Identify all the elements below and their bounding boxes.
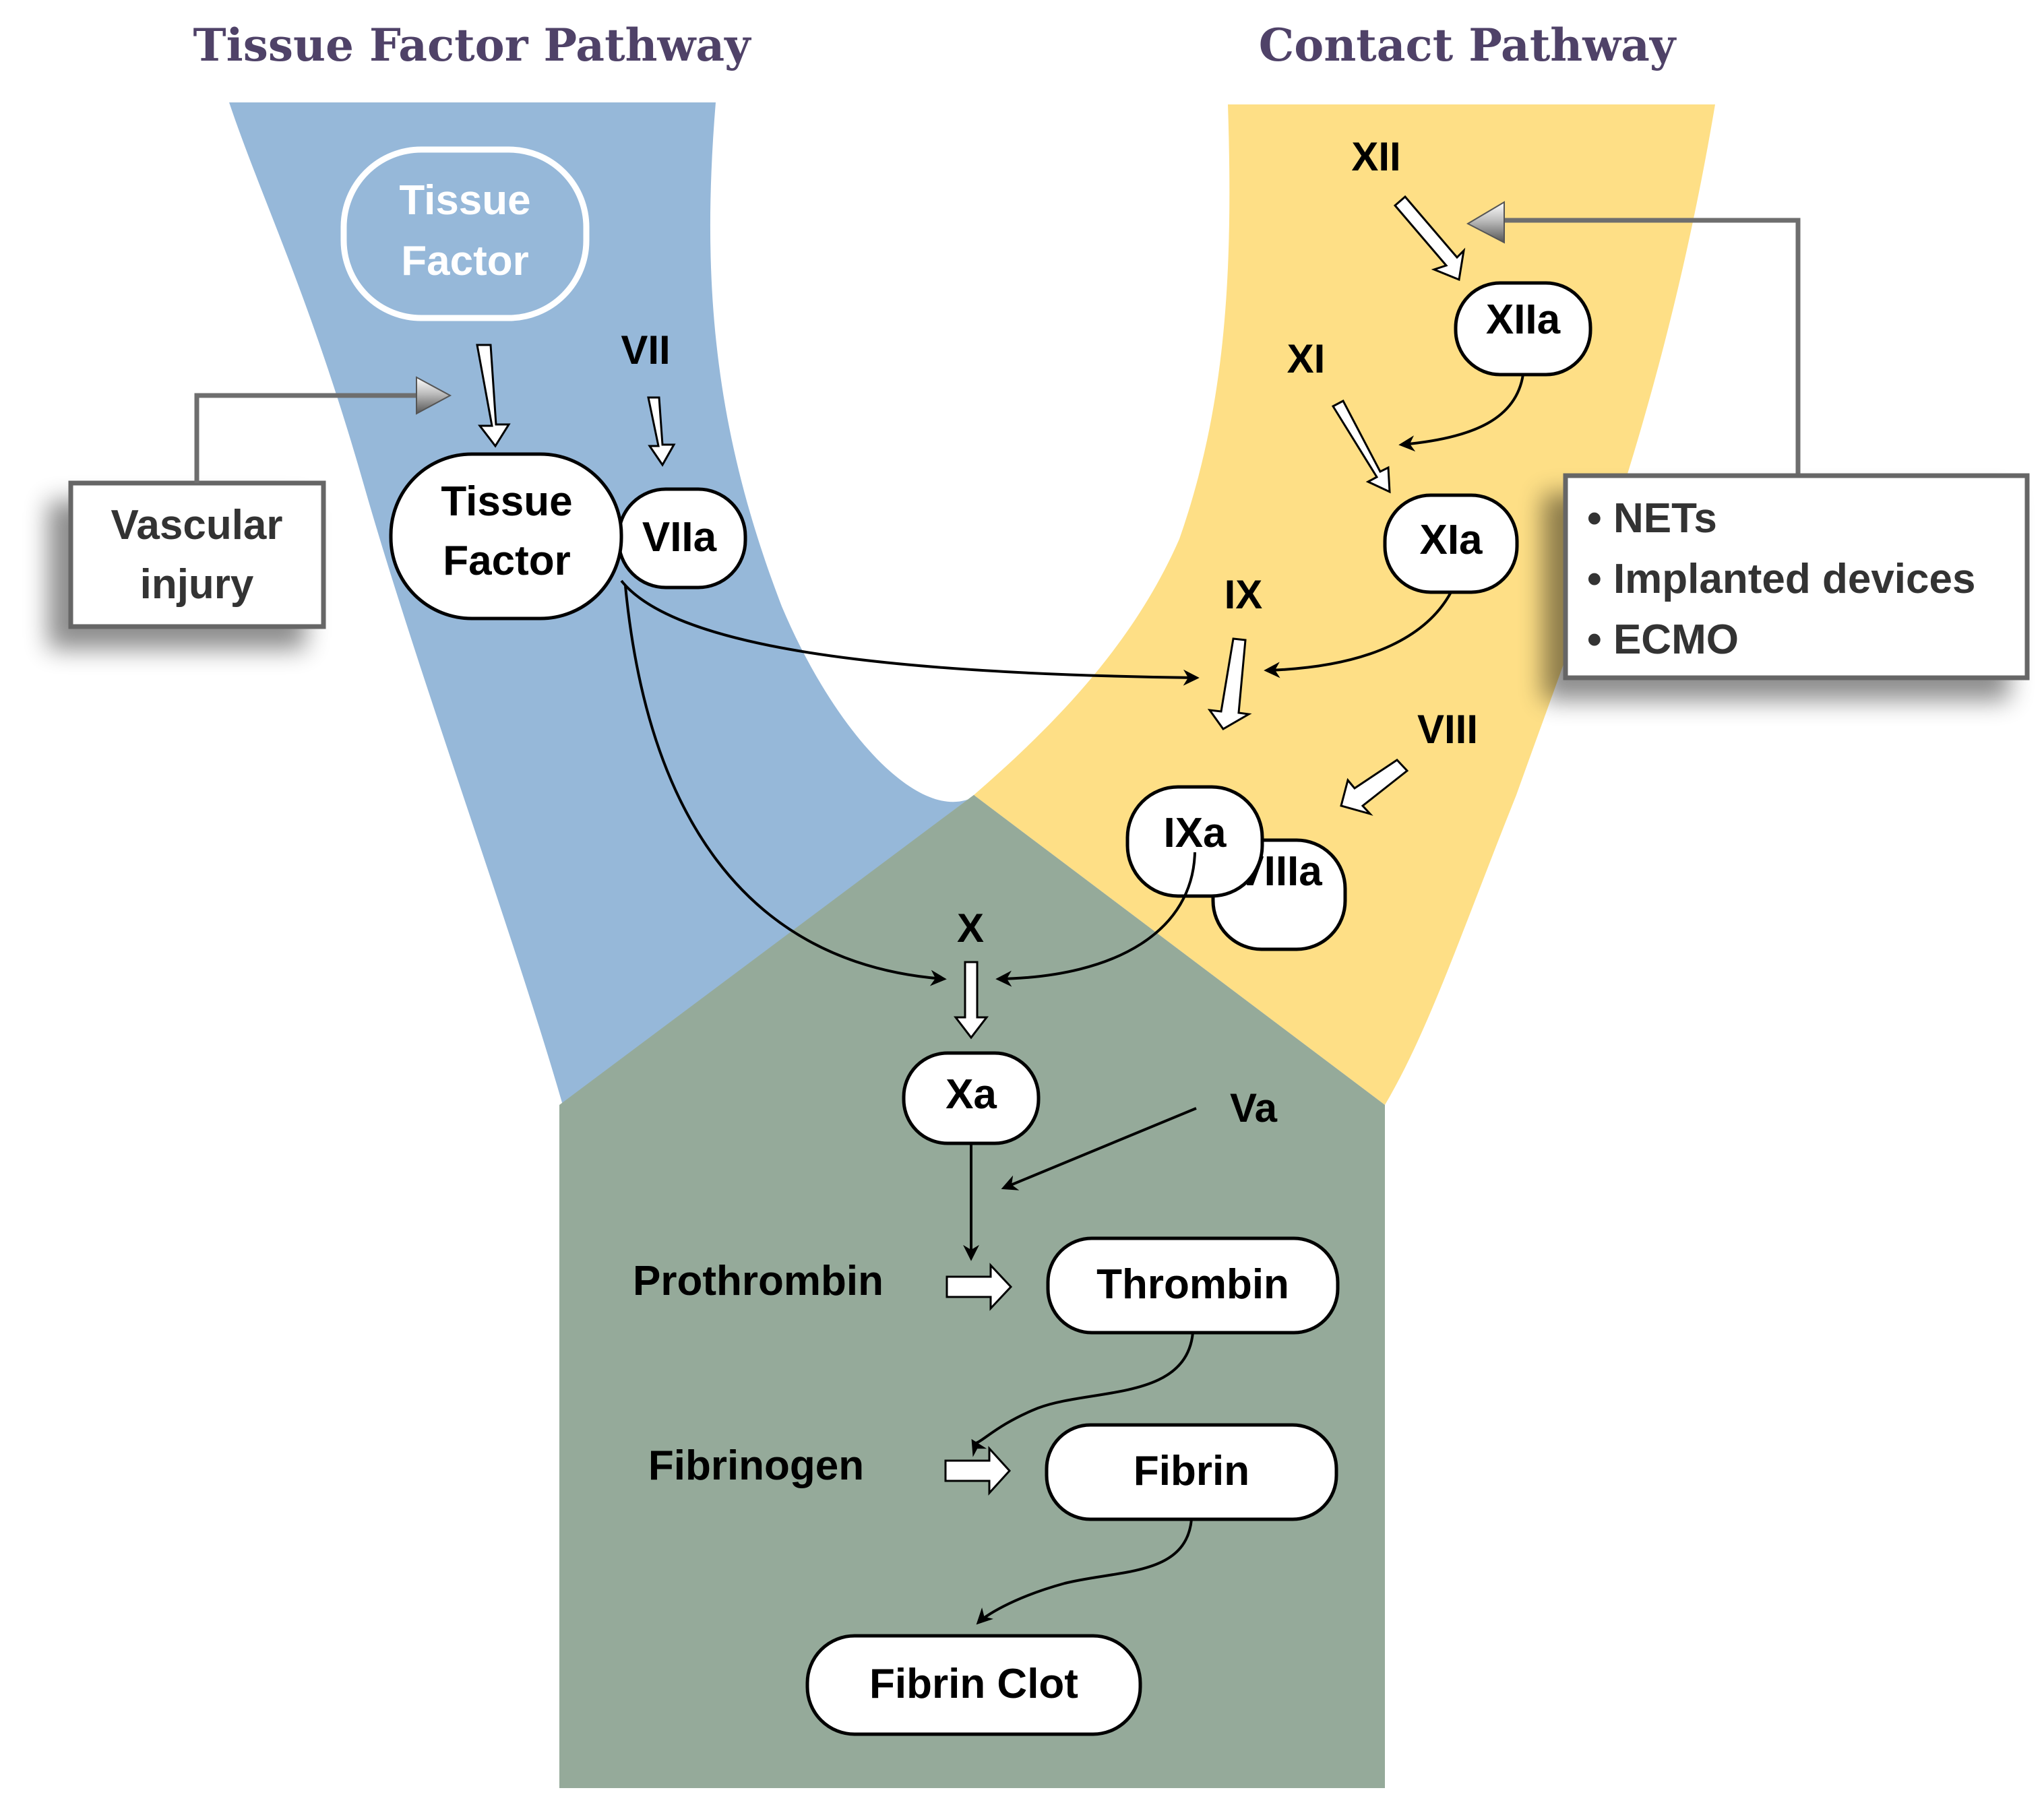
tf-to-ix-arrow <box>620 579 1200 686</box>
hollow-arrow-icon <box>1207 637 1252 730</box>
viia-label: VIIa <box>642 514 717 561</box>
fibrinogen-label: Fibrinogen <box>648 1442 864 1489</box>
tissue-factor-source-outline <box>340 146 590 321</box>
tissue-factor-node <box>389 452 623 621</box>
fibrin-clot-label: Fibrin Clot <box>869 1661 1078 1707</box>
factor-vii-label: VII <box>621 327 670 373</box>
trigger-item: • Implanted devices <box>1587 556 1975 602</box>
ixa-to-x-arrow <box>995 852 1196 987</box>
thrombin-label: Thrombin <box>1096 1261 1289 1308</box>
vascular-injury-label: Vascular <box>111 502 282 548</box>
fibrin-to-clot-arrow <box>976 1519 1193 1625</box>
fibrin-clot-node <box>805 1634 1142 1736</box>
tf-to-x-arrow <box>624 585 947 986</box>
ixa-label: IXa <box>1163 810 1227 856</box>
trigger-item: • NETs <box>1587 495 1717 542</box>
trigger-item: • ECMO <box>1587 616 1739 663</box>
contact-triggers-callout: • NETs • Implanted devices • ECMO <box>1466 201 2030 680</box>
tissue-factor-node-label: Tissue <box>441 478 572 525</box>
xiia-to-xi-arrow <box>1398 374 1524 452</box>
thrombin-to-fibrinogen-arrow <box>971 1332 1194 1457</box>
factor-xi-label: XI <box>1287 336 1326 381</box>
xiia-label: XIIa <box>1486 296 1561 343</box>
ixa-node <box>1125 785 1264 898</box>
factor-ix-label: IX <box>1225 572 1263 617</box>
grey-arrowhead-icon <box>416 376 452 415</box>
factor-viii-label: VIII <box>1417 707 1478 752</box>
hollow-arrow-icon <box>647 396 676 467</box>
grey-arrowhead-icon <box>1466 201 1505 244</box>
factor-xii-label: XII <box>1351 134 1400 179</box>
xia-to-ix-arrow <box>1264 592 1452 678</box>
hollow-arrow-icon <box>1340 759 1409 816</box>
xa-label: Xa <box>946 1071 997 1118</box>
vascular-injury-callout: Vascular injury <box>68 376 452 629</box>
contact-pathway-title: Contact Pathway <box>1259 19 1677 71</box>
tissue-factor-node-label-2: Factor <box>443 538 570 584</box>
factor-va-label: Va <box>1230 1085 1278 1131</box>
hollow-arrow-icon <box>953 961 989 1040</box>
fibrin-label: Fibrin <box>1134 1448 1249 1494</box>
factor-x-label: X <box>957 906 984 951</box>
va-to-xa-arrow <box>1001 1107 1197 1190</box>
xia-label: XIa <box>1419 517 1483 563</box>
prothrombin-label: Prothrombin <box>633 1258 884 1304</box>
hollow-arrow-icon <box>944 1446 1012 1496</box>
tissue-factor-source-label-2: Factor <box>401 238 528 284</box>
hollow-arrow-icon <box>946 1263 1013 1311</box>
hollow-arrow-icon <box>476 344 511 448</box>
vascular-injury-label-2: injury <box>140 561 254 608</box>
tissue-factor-source-label: Tissue <box>399 177 530 224</box>
hollow-arrow-icon <box>1331 399 1391 494</box>
hollow-arrow-icon <box>1393 195 1466 282</box>
tissue-factor-region <box>229 102 977 1105</box>
tissue-factor-pathway-title: Tissue Factor Pathway <box>193 19 752 71</box>
